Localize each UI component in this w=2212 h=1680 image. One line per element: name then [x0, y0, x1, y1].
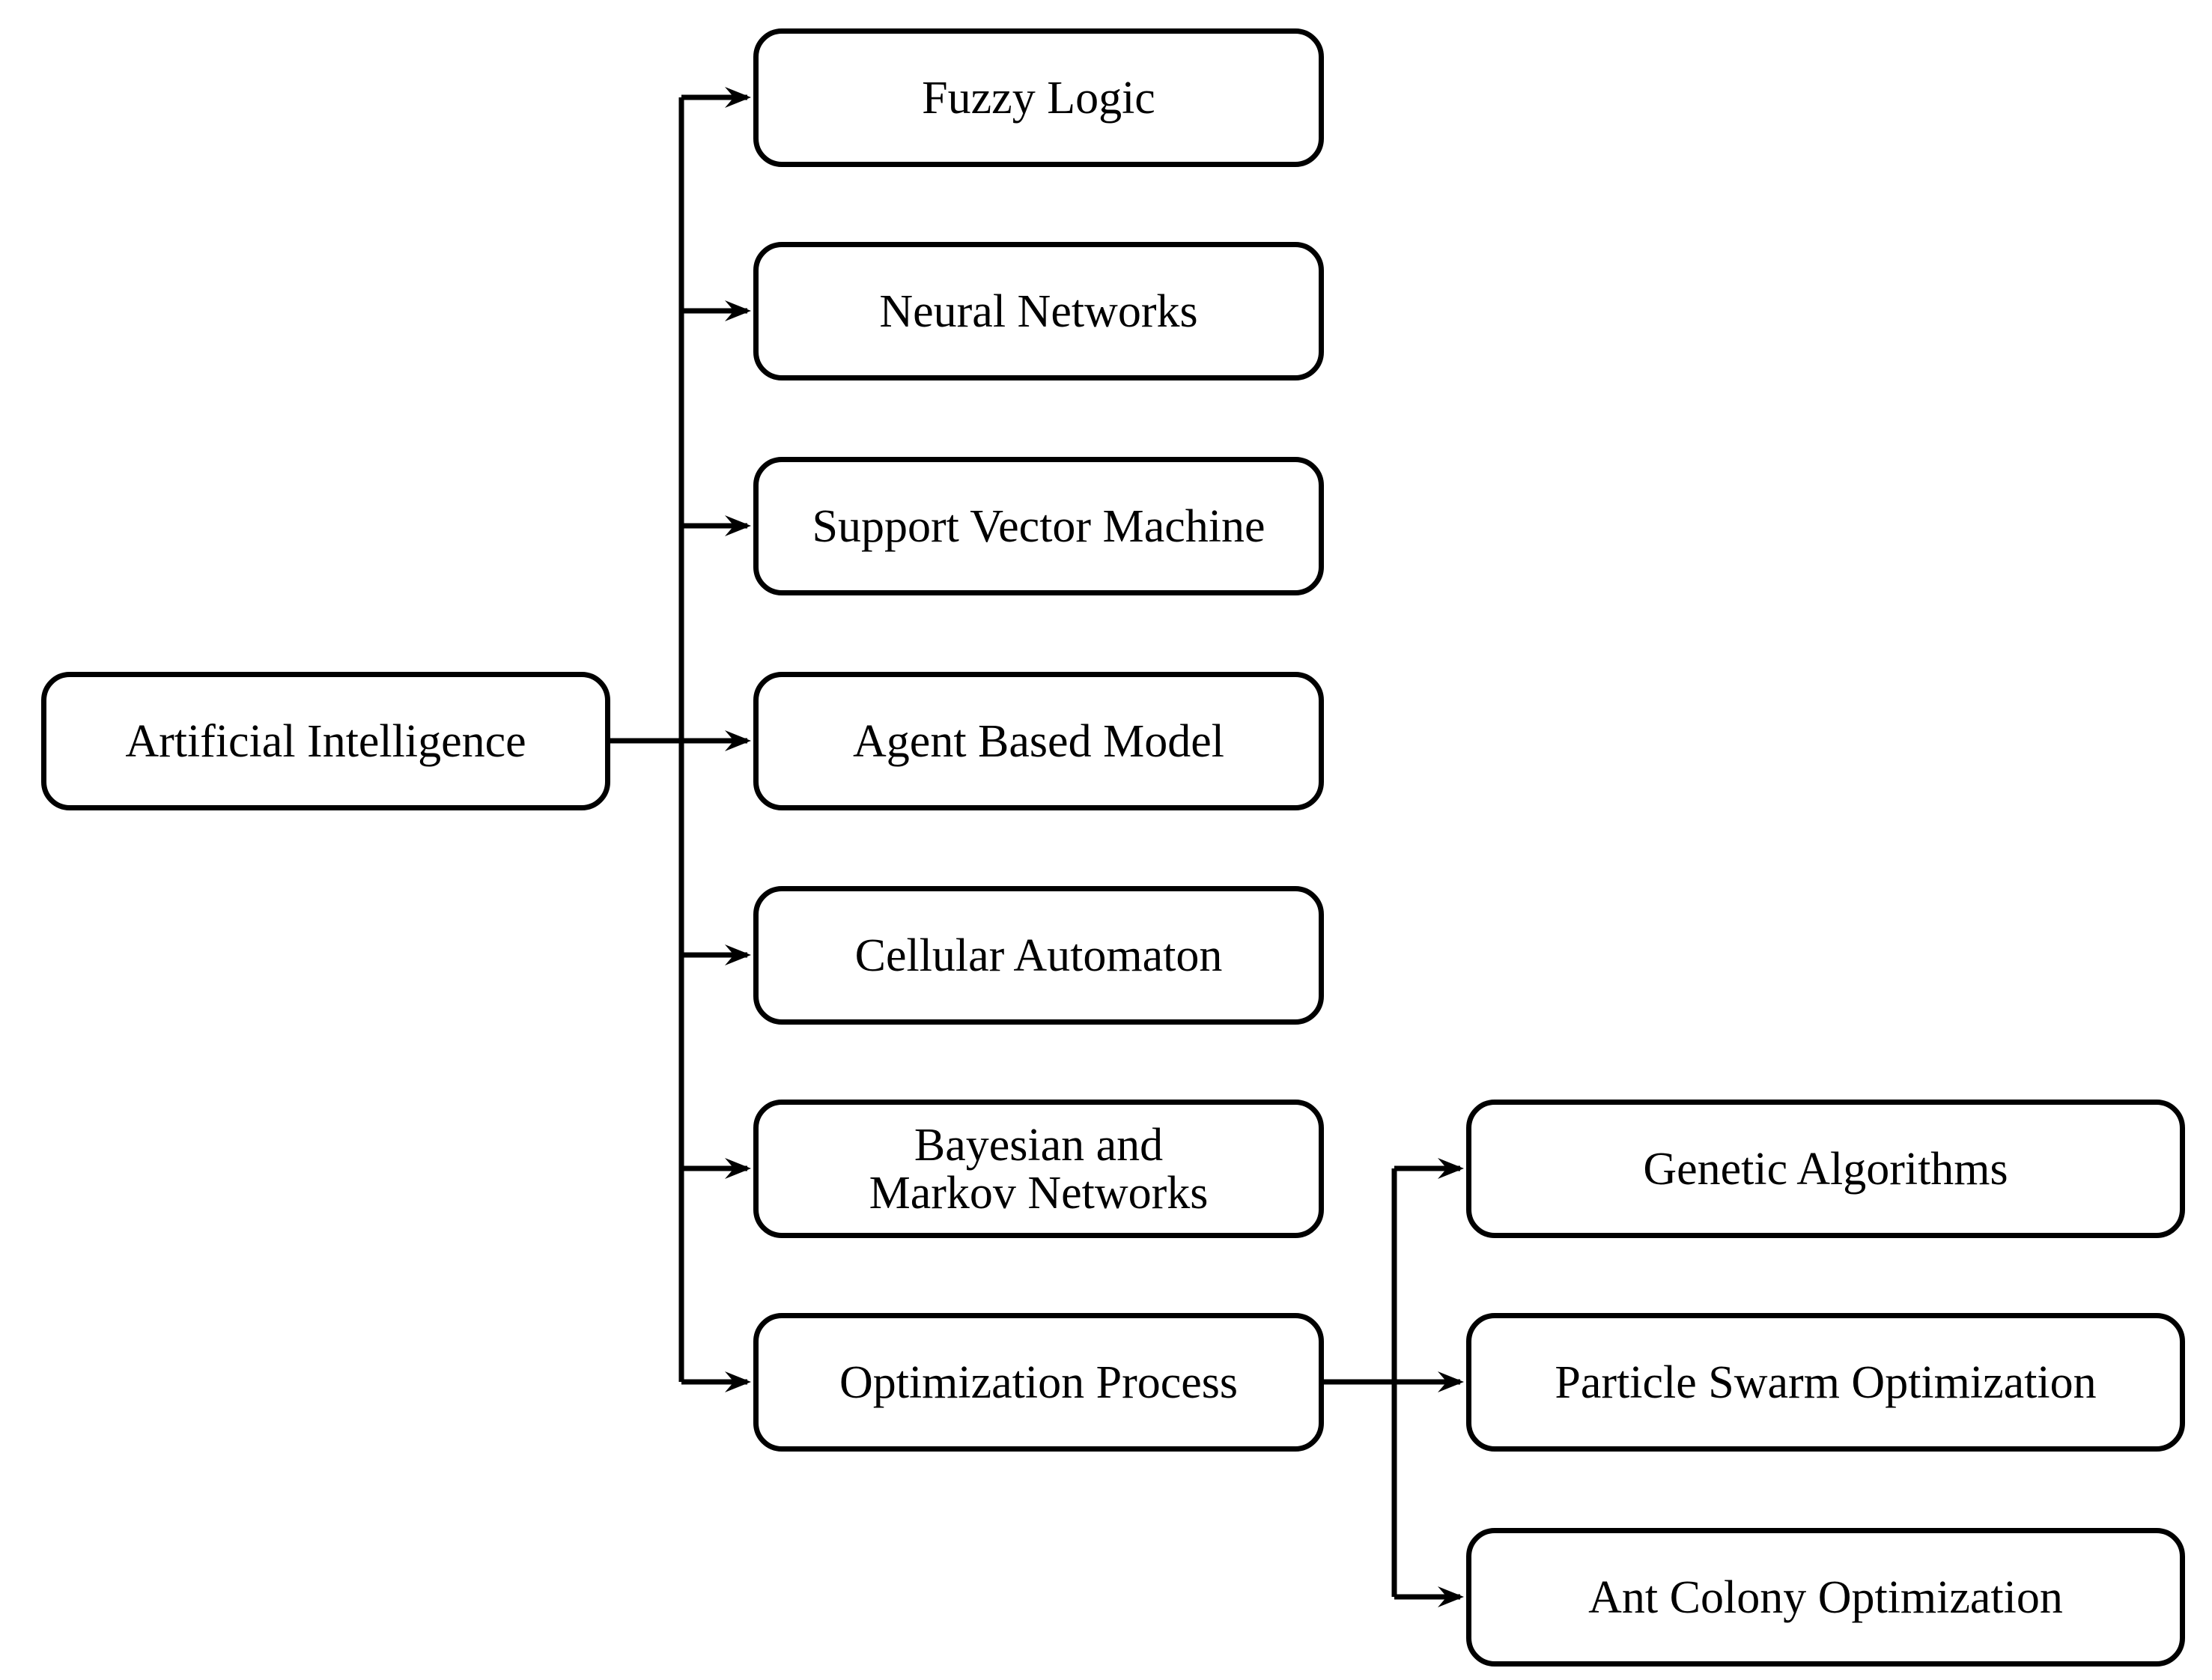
- node-label: Artificial Intelligence: [125, 715, 526, 767]
- node-label: Particle Swarm Optimization: [1555, 1356, 2097, 1408]
- arrowhead-genetic-algorithms: [1438, 1158, 1464, 1179]
- node-genetic-algorithms: Genetic Algorithms: [1466, 1100, 2185, 1238]
- node-agent-based-model: Agent Based Model: [753, 672, 1324, 810]
- arrowhead-cellular-automaton: [725, 944, 751, 965]
- node-ant-colony-optimization: Ant Colony Optimization: [1466, 1528, 2185, 1667]
- arrowhead-fuzzy-logic: [725, 87, 751, 108]
- node-label: Support Vector Machine: [812, 500, 1265, 552]
- node-label: Agent Based Model: [853, 715, 1224, 767]
- arrowhead-bayesian-markov: [725, 1158, 751, 1179]
- node-label: Ant Colony Optimization: [1588, 1571, 2063, 1623]
- node-neural-networks: Neural Networks: [753, 242, 1324, 380]
- node-label: Optimization Process: [839, 1356, 1239, 1408]
- node-label: Neural Networks: [879, 285, 1198, 337]
- node-label: Fuzzy Logic: [922, 72, 1155, 124]
- arrowhead-agent-based-model: [725, 730, 751, 751]
- arrowhead-support-vector-machine: [725, 515, 751, 536]
- node-optimization-process: Optimization Process: [753, 1313, 1324, 1452]
- node-bayesian-markov-networks: Bayesian and Markov Networks: [753, 1100, 1324, 1238]
- arrowhead-ant-colony: [1438, 1586, 1464, 1607]
- arrowhead-particle-swarm: [1438, 1371, 1464, 1392]
- node-particle-swarm-optimization: Particle Swarm Optimization: [1466, 1313, 2185, 1452]
- arrowhead-optimization-process: [725, 1371, 751, 1392]
- arrowhead-neural-networks: [725, 300, 751, 321]
- node-artificial-intelligence: Artificial Intelligence: [41, 672, 610, 810]
- node-label: Bayesian and Markov Networks: [869, 1119, 1209, 1219]
- node-cellular-automaton: Cellular Automaton: [753, 886, 1324, 1025]
- node-support-vector-machine: Support Vector Machine: [753, 457, 1324, 595]
- node-label: Cellular Automaton: [854, 930, 1223, 981]
- node-fuzzy-logic: Fuzzy Logic: [753, 28, 1324, 167]
- node-label: Genetic Algorithms: [1643, 1143, 2008, 1195]
